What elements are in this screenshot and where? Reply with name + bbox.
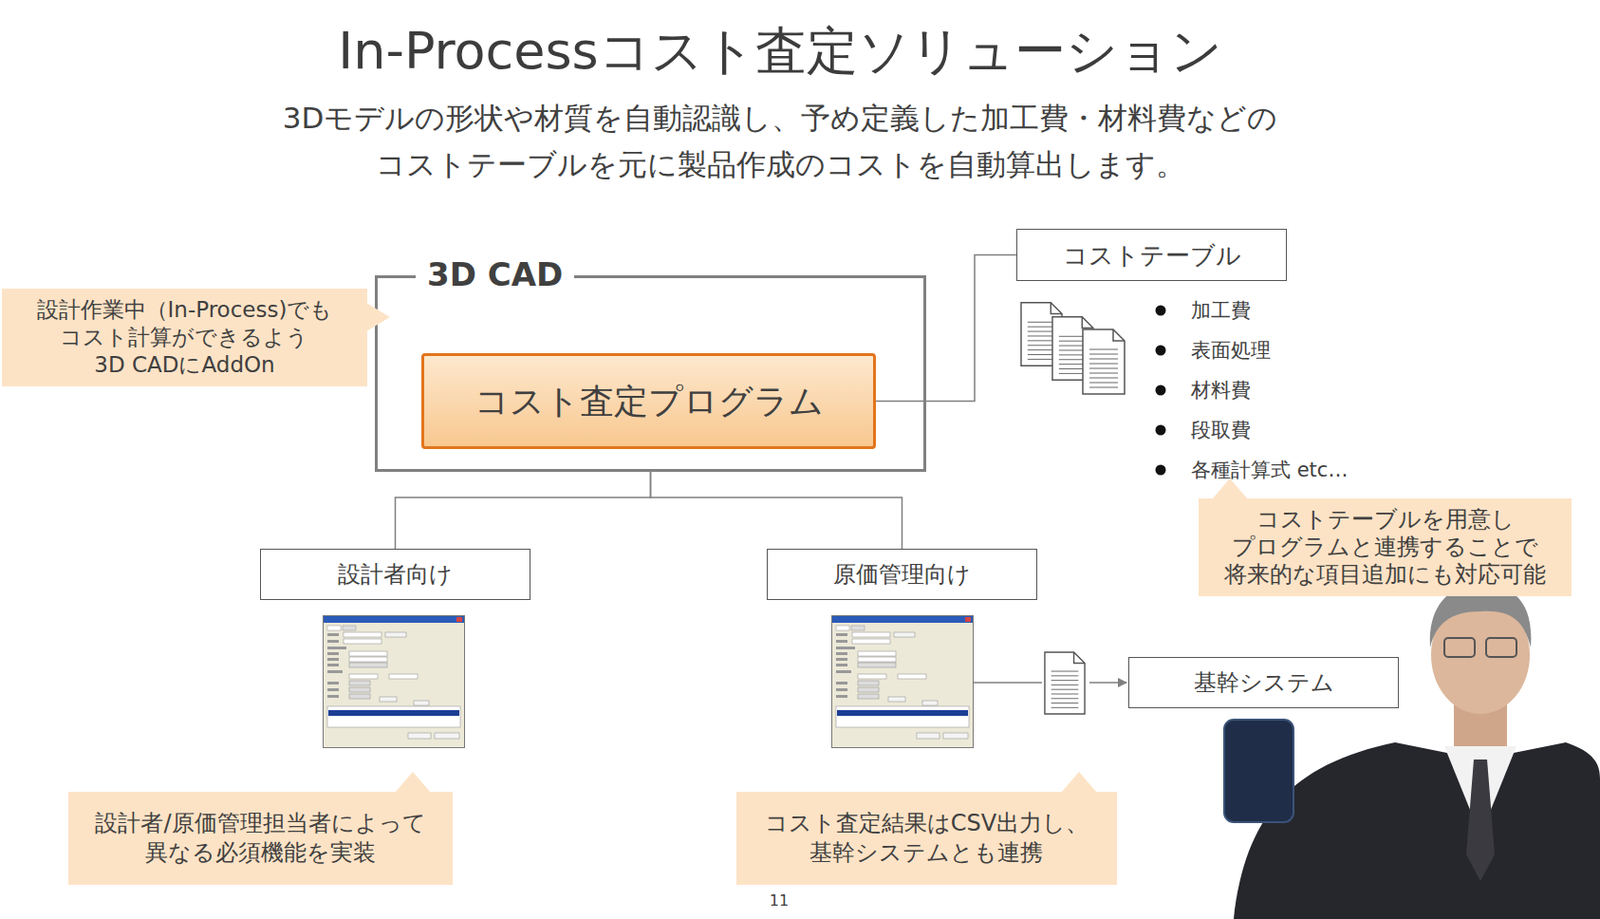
process-box: 原価管理向け	[766, 548, 1038, 600]
program-box: コスト査定プログラム	[421, 353, 876, 449]
text-line: 異なる必須機能を実装	[94, 837, 426, 868]
screenshot-thumbnail	[832, 615, 974, 748]
node-text: コストテーブルを用意し プログラムと連携することで 将来的な項目追加にも対応可能	[1224, 505, 1546, 589]
callout-pointer-shape	[1211, 478, 1248, 500]
callout-note: コストテーブルを用意し プログラムと連携することで 将来的な項目追加にも対応可能	[1198, 498, 1572, 596]
label-slot: 各種計算式 etc…	[1190, 456, 1348, 484]
presenter-tie	[1466, 759, 1495, 881]
node-text: コスト査定結果はCSV出力し、 基幹システムとも連携	[764, 808, 1089, 868]
node-text: 原価管理向け	[833, 559, 971, 589]
text-line: コスト計算ができるよう	[37, 323, 334, 352]
callout-note: 設計作業中（In-Process)でも コスト計算ができるよう 3D CADにA…	[1, 288, 368, 387]
table-box: コストテーブル	[1016, 228, 1287, 281]
bullet-item: 材料費	[1190, 376, 1251, 404]
text-line: コスト査定結果はCSV出力し、	[764, 808, 1089, 838]
text-line: 3Dモデルの形状や材質を自動認識し、予め定義した加工費・材料費などの	[282, 94, 1279, 142]
bullet-item: 段取費	[1190, 416, 1251, 444]
text-line: 3D CADにAddOn	[37, 351, 334, 379]
connector-line	[395, 471, 652, 549]
bullet-item: 各種計算式 etc…	[1190, 456, 1348, 484]
node-text: 設計者向け	[337, 559, 453, 589]
node-text: 設計者/原価管理担当者によって 異なる必須機能を実装	[94, 808, 426, 868]
label-slot: In-Processコスト査定ソリューション	[337, 20, 1222, 82]
text-line: 将来的な項目追加にも対応可能	[1224, 560, 1546, 589]
label-slot: 3Dモデルの形状や材質を自動認識し、予め定義した加工費・材料費などの コストテー…	[282, 94, 1279, 188]
callout-pointer-shape	[366, 302, 391, 332]
label-slot: 加工費	[1190, 297, 1251, 324]
text-line: コストテーブルを用意し	[1224, 505, 1546, 534]
process-box: 設計者向け	[260, 548, 531, 600]
bullet-dot	[1155, 385, 1167, 396]
node-text: コスト査定プログラム	[474, 380, 824, 423]
speaker-box	[1224, 719, 1294, 822]
text-line: プログラムと連携することで	[1224, 533, 1546, 561]
screenshot-thumbnail	[323, 615, 466, 748]
bullet-item: 加工費	[1190, 297, 1251, 324]
text-line: 基幹システムとも連携	[764, 837, 1089, 868]
document-icon	[1082, 329, 1125, 394]
callout-pointer-shape	[1060, 771, 1098, 793]
node-text: コストテーブル	[1062, 240, 1242, 271]
connector-line	[651, 471, 903, 549]
callout-pointer	[1060, 771, 1098, 793]
node-text: 基幹システム	[1193, 668, 1335, 697]
output-arrow	[1089, 681, 1127, 684]
presenter-glasses	[1444, 637, 1475, 657]
slide-title: In-Processコスト査定ソリューション	[337, 20, 1222, 82]
label-slot: 材料費	[1190, 376, 1251, 404]
callout-pointer	[393, 771, 432, 793]
label-slot: 段取費	[1190, 416, 1251, 444]
callout-pointer	[1210, 478, 1249, 500]
text-line: 設計作業中（In-Process)でも	[37, 296, 334, 324]
bullet-dot	[1155, 465, 1167, 476]
frame-heading: 3D CAD	[415, 255, 575, 294]
label-slot: 11	[769, 890, 789, 912]
bullet-item: 表面処理	[1190, 336, 1271, 364]
output-line	[973, 681, 1042, 684]
callout-note: コスト査定結果はCSV出力し、 基幹システムとも連携	[736, 791, 1117, 885]
cad-frame: 3D CADコスト査定プログラム	[374, 275, 927, 472]
bullet-dot	[1155, 345, 1167, 356]
callout-pointer-shape	[394, 771, 431, 793]
callout-note: 設計者/原価管理担当者によって 異なる必須機能を実装	[68, 791, 453, 885]
text-line: コストテーブルを元に製品作成のコストを自動算出します。	[282, 141, 1279, 188]
system-box: 基幹システム	[1128, 656, 1399, 708]
callout-pointer	[366, 301, 391, 333]
page-number: 11	[769, 890, 789, 912]
label-slot: 表面処理	[1190, 336, 1271, 364]
subtitle: 3Dモデルの形状や材質を自動認識し、予め定義した加工費・材料費などの コストテー…	[282, 94, 1279, 188]
csv-document-icon	[1044, 651, 1085, 714]
bullet-dot	[1155, 425, 1167, 436]
bullet-dot	[1155, 305, 1167, 317]
node-text: 設計作業中（In-Process)でも コスト計算ができるよう 3D CADにA…	[37, 296, 334, 379]
text-line: 設計者/原価管理担当者によって	[94, 808, 426, 838]
presenter-glasses	[1486, 637, 1517, 657]
